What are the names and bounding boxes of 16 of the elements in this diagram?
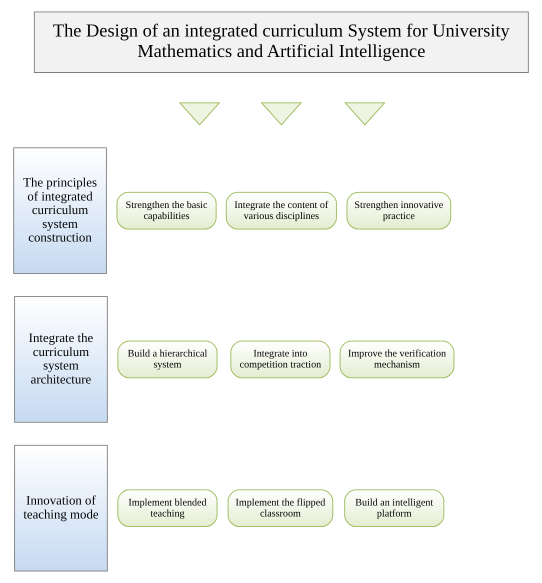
node-box: Integrate the content of various disciplines — [226, 192, 337, 230]
node-box: The Design of an integrated curriculum System for University Mathematics and Artificial Intelligence — [34, 11, 529, 73]
node-box: The principles of integrated curriculum system construction — [13, 147, 107, 274]
node-chevron — [260, 102, 302, 126]
node-box: Build a hierarchical system — [117, 340, 218, 378]
node-box: Implement blended teaching — [117, 489, 218, 528]
node-box: Integrate into competition traction — [230, 340, 330, 378]
node-box: Improve the verification mechanism — [340, 340, 454, 378]
node-box: Strengthen the basic capabilities — [116, 192, 217, 230]
node-box: Innovation of teaching mode — [14, 444, 108, 572]
node-box: Implement the flipped classroom — [228, 489, 334, 528]
node-chevron — [344, 102, 386, 126]
node-box: Strengthen innovative practice — [346, 192, 452, 230]
node-box: Build an intelligent platform — [344, 489, 444, 528]
node-chevron — [178, 102, 220, 126]
node-box: Integrate the curriculum system architecture — [14, 296, 108, 423]
